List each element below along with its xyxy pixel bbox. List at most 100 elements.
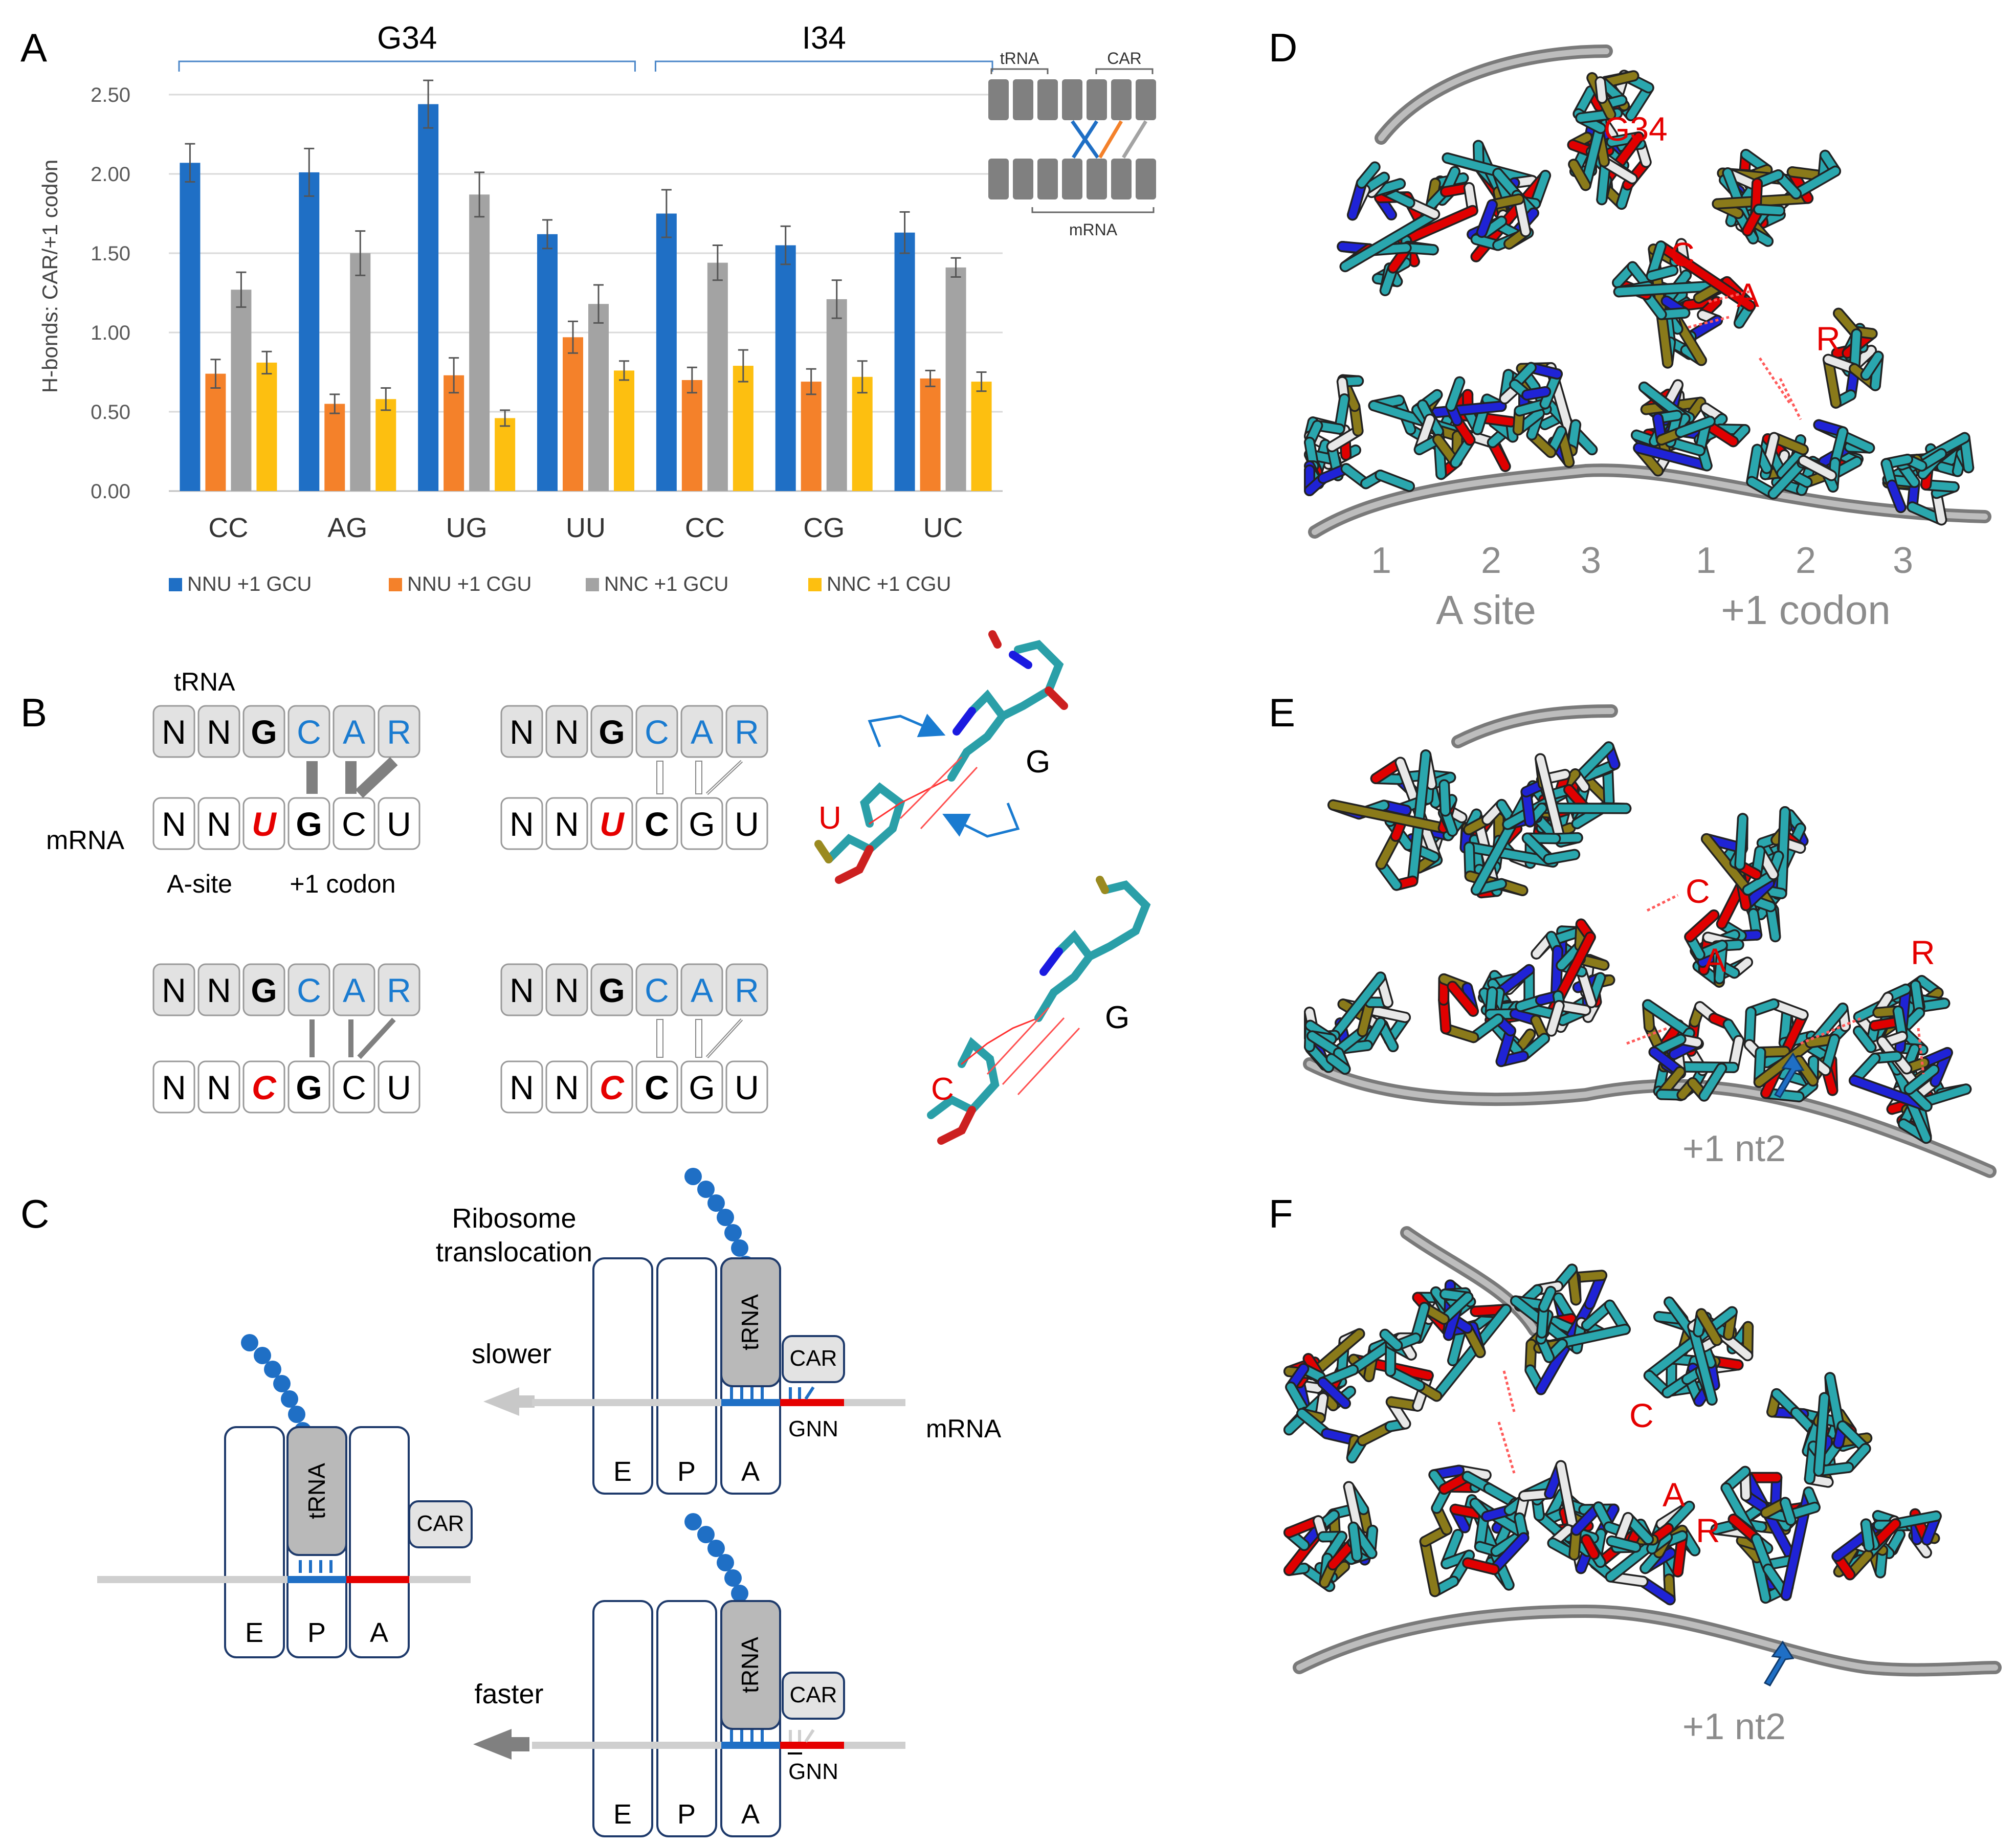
bond-stick: [1490, 1534, 1528, 1573]
trna-seq-box: [287, 705, 330, 758]
legend-label: NNU +1 GCU: [187, 573, 312, 595]
bar: [614, 370, 634, 491]
bar: [894, 232, 915, 491]
bond-stick: [1634, 444, 1711, 470]
y-tick-label: 1.50: [91, 242, 130, 265]
trna-seq-box: [152, 705, 195, 758]
mrna-seq-letter: U: [387, 1069, 411, 1106]
mrna-seq-box: [545, 1060, 588, 1114]
trna-label-left: tRNA: [303, 1463, 330, 1519]
mrna-seq-letter: U: [387, 805, 411, 843]
bond-stick: [1800, 457, 1835, 480]
mrna-seq-box: [197, 797, 240, 850]
bar: [495, 418, 516, 491]
chart-legend: NNU +1 GCU NNU +1 CGU NNC +1 GCU NNC +1 CGU: [169, 573, 951, 595]
bond-stick: [1381, 1330, 1401, 1349]
trna-seq-letter: G: [251, 713, 277, 751]
hydrogen-bond: [1688, 316, 1730, 329]
mrna-seq-box: [590, 797, 633, 850]
x-tick-label: CG: [803, 513, 845, 543]
bond-stick: [1676, 417, 1714, 436]
legend-label: NNU +1 CGU: [407, 573, 531, 595]
hydrogen-bond: [1917, 1028, 1925, 1075]
bar: [256, 362, 277, 491]
trna-seq-letter: R: [387, 971, 411, 1009]
legend-swatch: [169, 578, 182, 591]
trna-label-bottom: tRNA: [737, 1637, 763, 1693]
mrna-seq-box: [725, 1060, 768, 1114]
plus1-codon-label: +1 codon: [290, 870, 395, 898]
bond-stick: [1464, 1559, 1498, 1573]
trna-seq-box: [500, 963, 543, 1016]
h-bond-connector: [656, 761, 663, 794]
mrna-seq-box: [635, 1060, 678, 1114]
bond-stick: [1647, 266, 1677, 280]
trna-seq-box: [680, 705, 723, 758]
bond-stick: [1736, 814, 1747, 869]
trna-seq-letter: C: [645, 713, 669, 751]
bar: [588, 304, 609, 491]
bar: [563, 337, 583, 491]
panel-e-labels: C A R +1 nt2: [1682, 872, 1935, 1169]
legend-swatch: [586, 578, 599, 591]
group-label: I34: [802, 20, 846, 56]
site-e-bottom: E: [613, 1799, 632, 1830]
mrna-seq-letter: U: [600, 805, 625, 843]
trna-seq-box: [680, 963, 723, 1016]
legend-label: NNC +1 CGU: [827, 573, 951, 595]
trna-seq-letter: A: [691, 971, 713, 1009]
bond-stick: [1686, 911, 1718, 941]
legend-label: NNC +1 GCU: [604, 573, 728, 595]
e-nt2-label: +1 nt2: [1682, 1128, 1786, 1169]
peptide-chains: [241, 1168, 755, 1618]
h-bond-connector: [306, 761, 318, 794]
d-num-3a: 3: [1581, 540, 1601, 581]
backbone-highlight: [1312, 48, 1988, 535]
bond-stick: [1778, 808, 1789, 898]
backbone-highlight: [1306, 708, 1993, 1174]
trna-seq-letter: N: [162, 971, 186, 1009]
bar: [418, 104, 439, 492]
d-a-label: A: [1737, 276, 1759, 314]
bar: [656, 213, 677, 491]
mrna-seq-letter: G: [689, 1069, 715, 1106]
site-a-left: A: [370, 1617, 388, 1648]
h-bond-connector: [309, 1019, 315, 1057]
trna-seq-box: [545, 963, 588, 1016]
h-bond-connector: [706, 761, 742, 794]
bar: [537, 234, 558, 491]
pair1-right-label: G: [1026, 744, 1050, 780]
trna-label-top: tRNA: [737, 1294, 763, 1350]
ug-pair-structure: U G: [814, 630, 1068, 884]
d-plus1-label: +1 codon: [1721, 587, 1890, 633]
e-a-label: A: [1703, 941, 1726, 979]
y-tick-label: 2.00: [91, 163, 130, 186]
mrna-label: mRNA: [46, 826, 124, 855]
mrna-seq-box: [725, 797, 768, 850]
site-e-top: E: [613, 1456, 632, 1487]
d-r-label: R: [1816, 320, 1841, 358]
bar: [801, 382, 822, 491]
group-label: G34: [377, 20, 437, 56]
bar: [324, 404, 345, 491]
mrna-seq-letter: N: [207, 805, 231, 843]
bond-stick: [1657, 242, 1754, 310]
mrna-seq-letter: C: [600, 1069, 625, 1106]
f-r-label: R: [1696, 1512, 1720, 1549]
gnn-label-top: GNN: [788, 1416, 838, 1441]
gnn-label-bottom: GNN: [788, 1759, 838, 1784]
h-bond-connector: [706, 1019, 742, 1058]
panel-label-e: E: [1269, 690, 1295, 735]
bar: [707, 262, 728, 491]
mrna-seq-box: [287, 797, 330, 850]
bond-stick: [1331, 973, 1385, 1039]
mrna-seq-letter: N: [555, 1069, 579, 1106]
trna-seq-letter: G: [251, 971, 277, 1009]
trna-seq-box: [152, 963, 195, 1016]
bond-stick: [1432, 1305, 1510, 1400]
